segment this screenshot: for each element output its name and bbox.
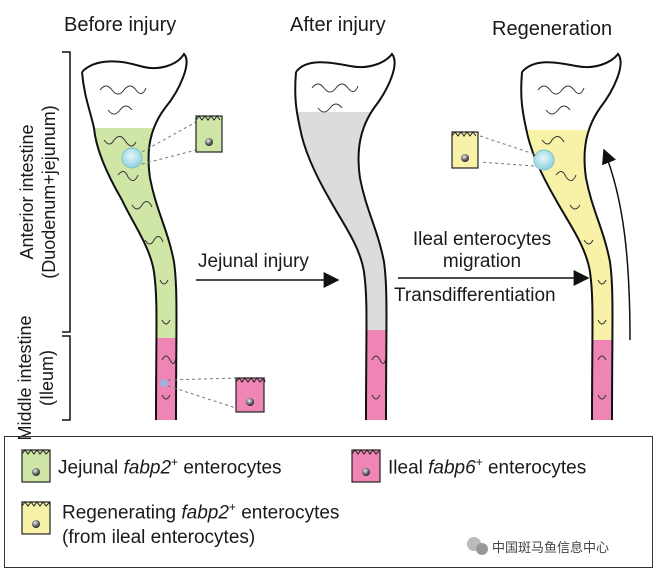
ileum-region-pink: [82, 338, 187, 420]
legend-regen-sup: +: [228, 500, 236, 514]
middle-line1: Middle intestine: [15, 315, 35, 441]
title-before-injury: Before injury: [64, 14, 177, 36]
cyan-marker-spot-regen: [533, 149, 555, 171]
legend-regenerating: Regenerating fabp2+ enterocytes: [62, 500, 339, 524]
ileum-region-pink-3: [521, 340, 621, 420]
cell-regenerating-enterocyte: [451, 131, 479, 169]
legend-jejunal-sup: +: [171, 455, 179, 469]
legend-ileal-suffix: enterocytes: [482, 457, 587, 479]
legend-swatch-jejunal: [21, 449, 51, 483]
label-ileal-migration: Ileal enterocytes migration: [398, 229, 566, 273]
cell-jejunal-enterocyte: [195, 115, 223, 153]
legend-regen-prefix: Regenerating: [62, 502, 182, 524]
label-anterior-intestine: Anterior intestine (Duodenum+jejunum): [16, 92, 60, 292]
title-after-injury: After injury: [290, 14, 386, 36]
intestine-after-injury: [294, 52, 396, 421]
migration-arrow: [602, 148, 631, 341]
label-transdifferentiation: Transdifferentiation: [394, 285, 556, 306]
watermark-text: 中国斑马鱼信息中心: [492, 540, 610, 555]
legend-regen-suffix: enterocytes: [235, 502, 340, 524]
legend-jejunal-prefix: Jejunal: [58, 457, 124, 479]
legend: [4, 436, 653, 568]
legend-ileal-gene: fabp6: [428, 457, 476, 479]
label-jejunal-injury: Jejunal injury: [198, 251, 309, 272]
legend-ileal: Ileal fabp6+ enterocytes: [388, 455, 586, 479]
legend-regenerating-source: (from ileal enterocytes): [62, 527, 256, 548]
cell-ileal-enterocyte: [235, 377, 266, 413]
ileum-region-pink-2: [295, 330, 395, 420]
label-middle-intestine: Middle intestine (Ileum): [14, 298, 58, 458]
wechat-icon: [467, 537, 488, 555]
anterior-line1: Anterior intestine: [17, 124, 37, 260]
legend-swatch-ileal: [351, 449, 381, 483]
intestine-before-injury: [81, 52, 266, 421]
legend-ileal-prefix: Ileal: [388, 457, 429, 479]
title-regeneration: Regeneration: [492, 18, 613, 40]
migration-line2: migration: [442, 251, 522, 272]
ileal-marker-spot: [160, 379, 168, 387]
legend-regen-gene: fabp2: [181, 502, 229, 524]
region-brackets: [62, 51, 71, 421]
migration-line1: Ileal enterocytes: [412, 229, 552, 250]
legend-jejunal-suffix: enterocytes: [178, 457, 282, 479]
legend-ileal-sup: +: [475, 455, 483, 469]
legend-jejunal-gene: fabp2: [123, 457, 172, 479]
anterior-line2: (Duodenum+jejunum): [39, 105, 59, 279]
legend-jejunal: Jejunal fabp2+ enterocytes: [58, 455, 282, 479]
middle-line2: (Ileum): [37, 350, 57, 407]
legend-swatch-regenerating: [21, 501, 51, 535]
cyan-marker-spot: [121, 147, 143, 169]
